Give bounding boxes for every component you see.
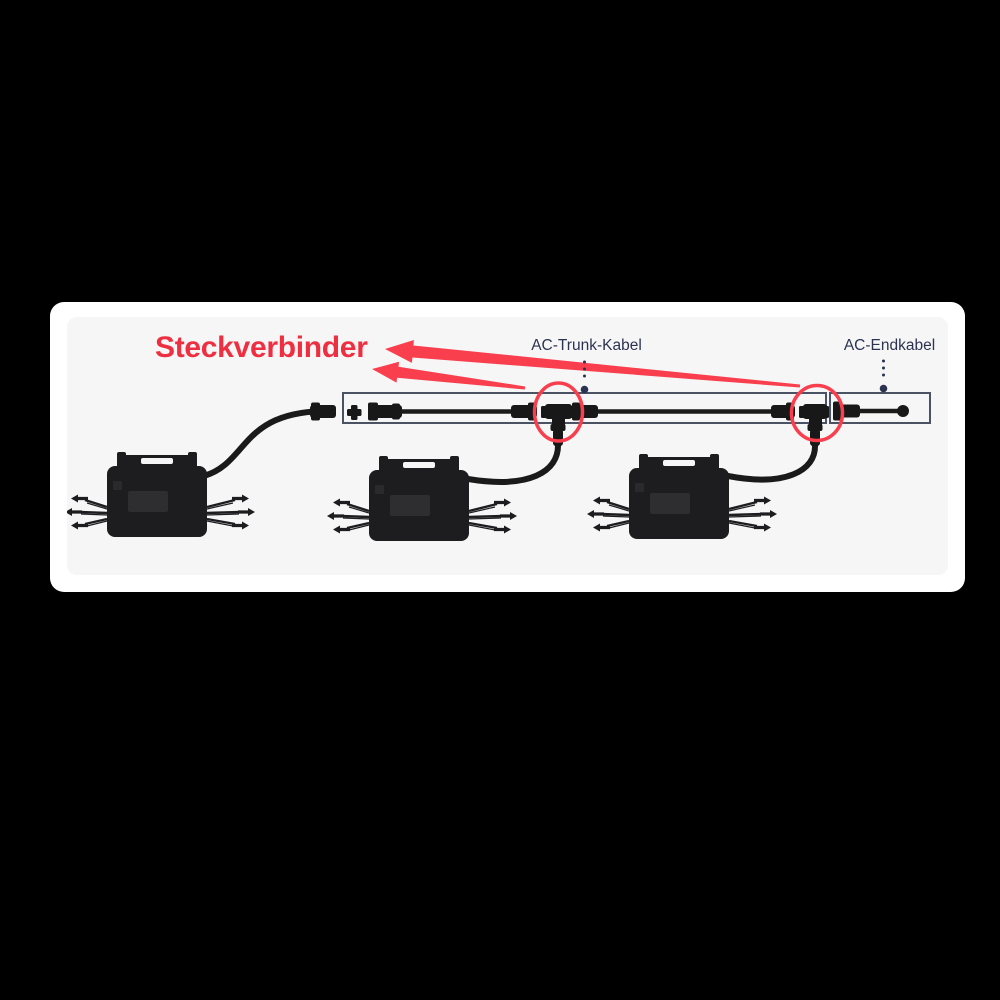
title-steckverbinder: Steckverbinder	[155, 331, 368, 364]
trunk-cable-assembly	[310, 401, 909, 446]
trunk-socket-connector	[368, 402, 402, 421]
connector-highlight-circle-right	[789, 383, 845, 443]
plug-connector-entry	[310, 402, 336, 421]
end-cable-tip	[897, 405, 909, 417]
microinverter-2	[325, 454, 519, 543]
red-arrow-lower	[372, 361, 526, 390]
cross-end-cap	[347, 405, 362, 420]
ac-cable-inverter-3	[725, 442, 819, 483]
wiring-diagram: Steckverbinder AC-Trunk-Kabel AC-Endkabe…	[67, 331, 935, 543]
diagram-panel: Steckverbinder AC-Trunk-Kabel AC-Endkabe…	[67, 317, 948, 575]
diagram-card: Steckverbinder AC-Trunk-Kabel AC-Endkabe…	[50, 302, 965, 592]
microinverter-3	[585, 452, 779, 541]
end-label-leader	[879, 359, 888, 393]
plug-connector-right-of-t1	[572, 402, 598, 421]
end-cable-box	[829, 392, 931, 424]
label-ac-endkabel: AC-Endkabel	[844, 337, 935, 354]
ac-cable-inverter-1	[201, 408, 317, 479]
trunk-label-leader	[580, 360, 589, 394]
end-cable-connector	[833, 401, 860, 421]
ac-cable-inverter-2	[465, 441, 562, 485]
connector-highlight-circle-left	[532, 381, 585, 443]
red-arrow-upper	[385, 340, 801, 388]
label-ac-trunk-kabel: AC-Trunk-Kabel	[531, 337, 642, 354]
